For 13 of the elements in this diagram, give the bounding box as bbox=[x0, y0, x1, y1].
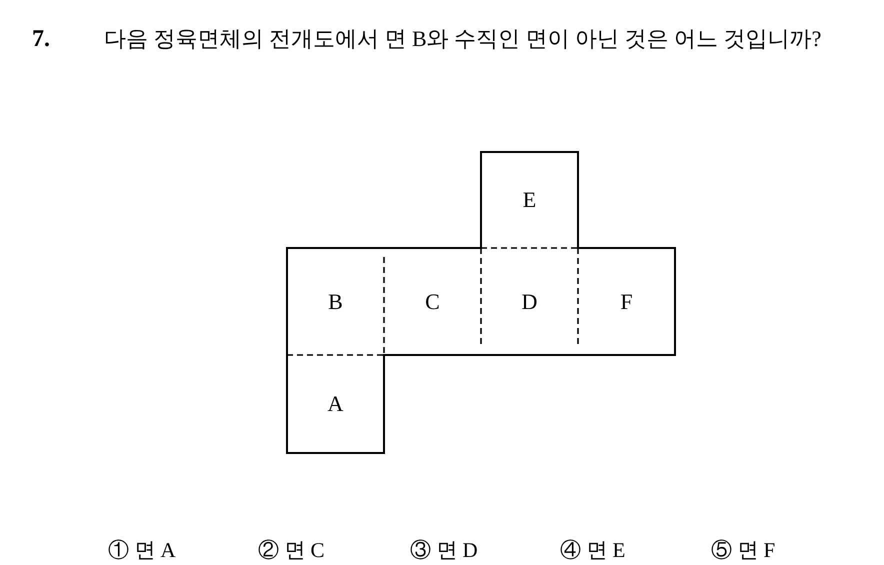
answer-option: ④ 면 E bbox=[560, 535, 626, 565]
answer-option: ① 면 A bbox=[108, 535, 176, 565]
face-label: D bbox=[522, 288, 538, 314]
question-number: 7. bbox=[32, 25, 50, 54]
face-label: B bbox=[328, 288, 343, 314]
answer-option: ⑤ 면 F bbox=[711, 535, 776, 565]
face-label: C bbox=[425, 288, 440, 314]
face-label: A bbox=[328, 391, 344, 417]
face-label: E bbox=[522, 187, 536, 213]
question-text: 다음 정육면체의 전개도에서 면 B와 수직인 면이 아닌 것은 어느 것입니까? bbox=[104, 25, 822, 53]
answer-option: ② 면 C bbox=[258, 535, 325, 565]
face-label: F bbox=[620, 288, 633, 314]
answer-option: ③ 면 D bbox=[410, 535, 478, 565]
